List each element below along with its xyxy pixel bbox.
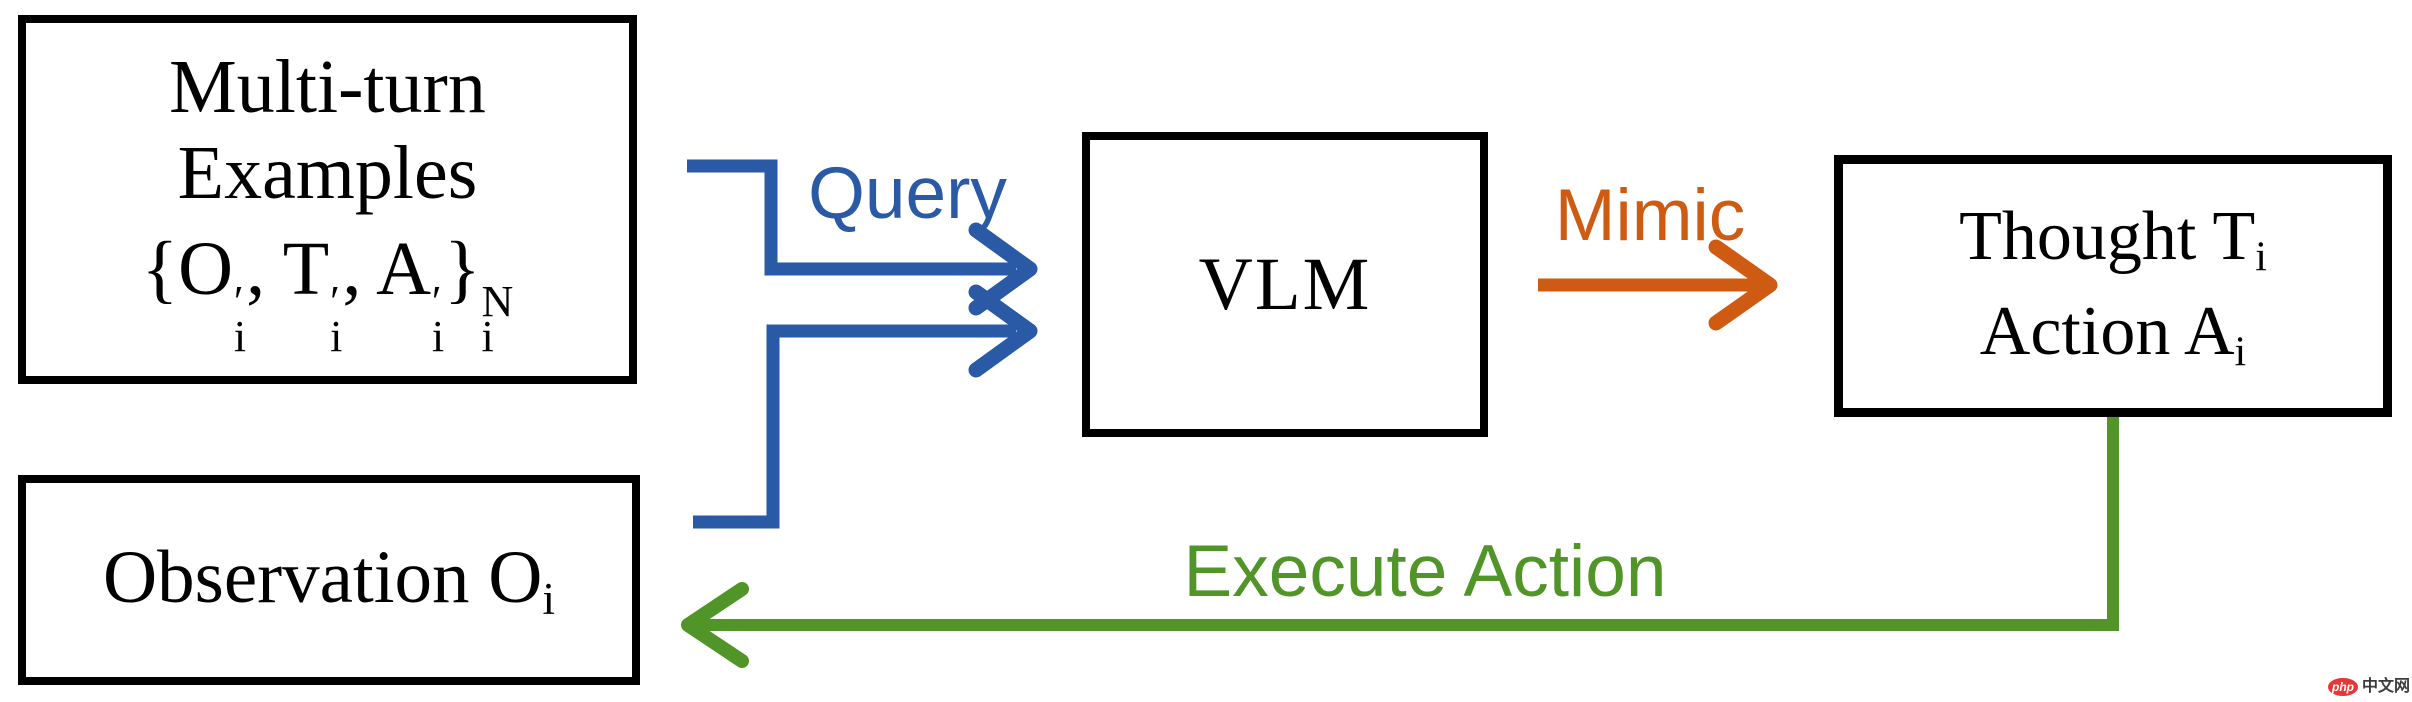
formula-term-a: , A′i [342,226,445,361]
thought-line: Thought Ti [1959,198,2267,281]
observation-label: Observation Oi [102,535,555,625]
formula-term-o: {O′i [141,226,247,361]
thought-action-box: Thought Ti Action Ai [1834,155,2392,417]
watermark: php 中文网 [2328,678,2410,696]
mimic-arrow [1538,239,1778,331]
query-arrow-bottom [693,284,1038,529]
execute-action-label: Execute Action [1183,531,1667,612]
mimic-label: Mimic [1554,175,1746,256]
formula-term-t: , T′i [246,226,343,361]
watermark-site-name: 中文网 [2362,678,2411,695]
action-line: Action Ai [1979,293,2247,376]
php-logo-badge: php [2328,678,2358,696]
query-label: Query [808,153,1007,234]
vlm-box: VLM [1082,132,1488,437]
examples-line1: Multi-turn [169,44,486,129]
observation-box: Observation Oi [18,475,640,685]
examples-line2: Examples [177,130,478,215]
vlm-label: VLM [1198,242,1372,326]
